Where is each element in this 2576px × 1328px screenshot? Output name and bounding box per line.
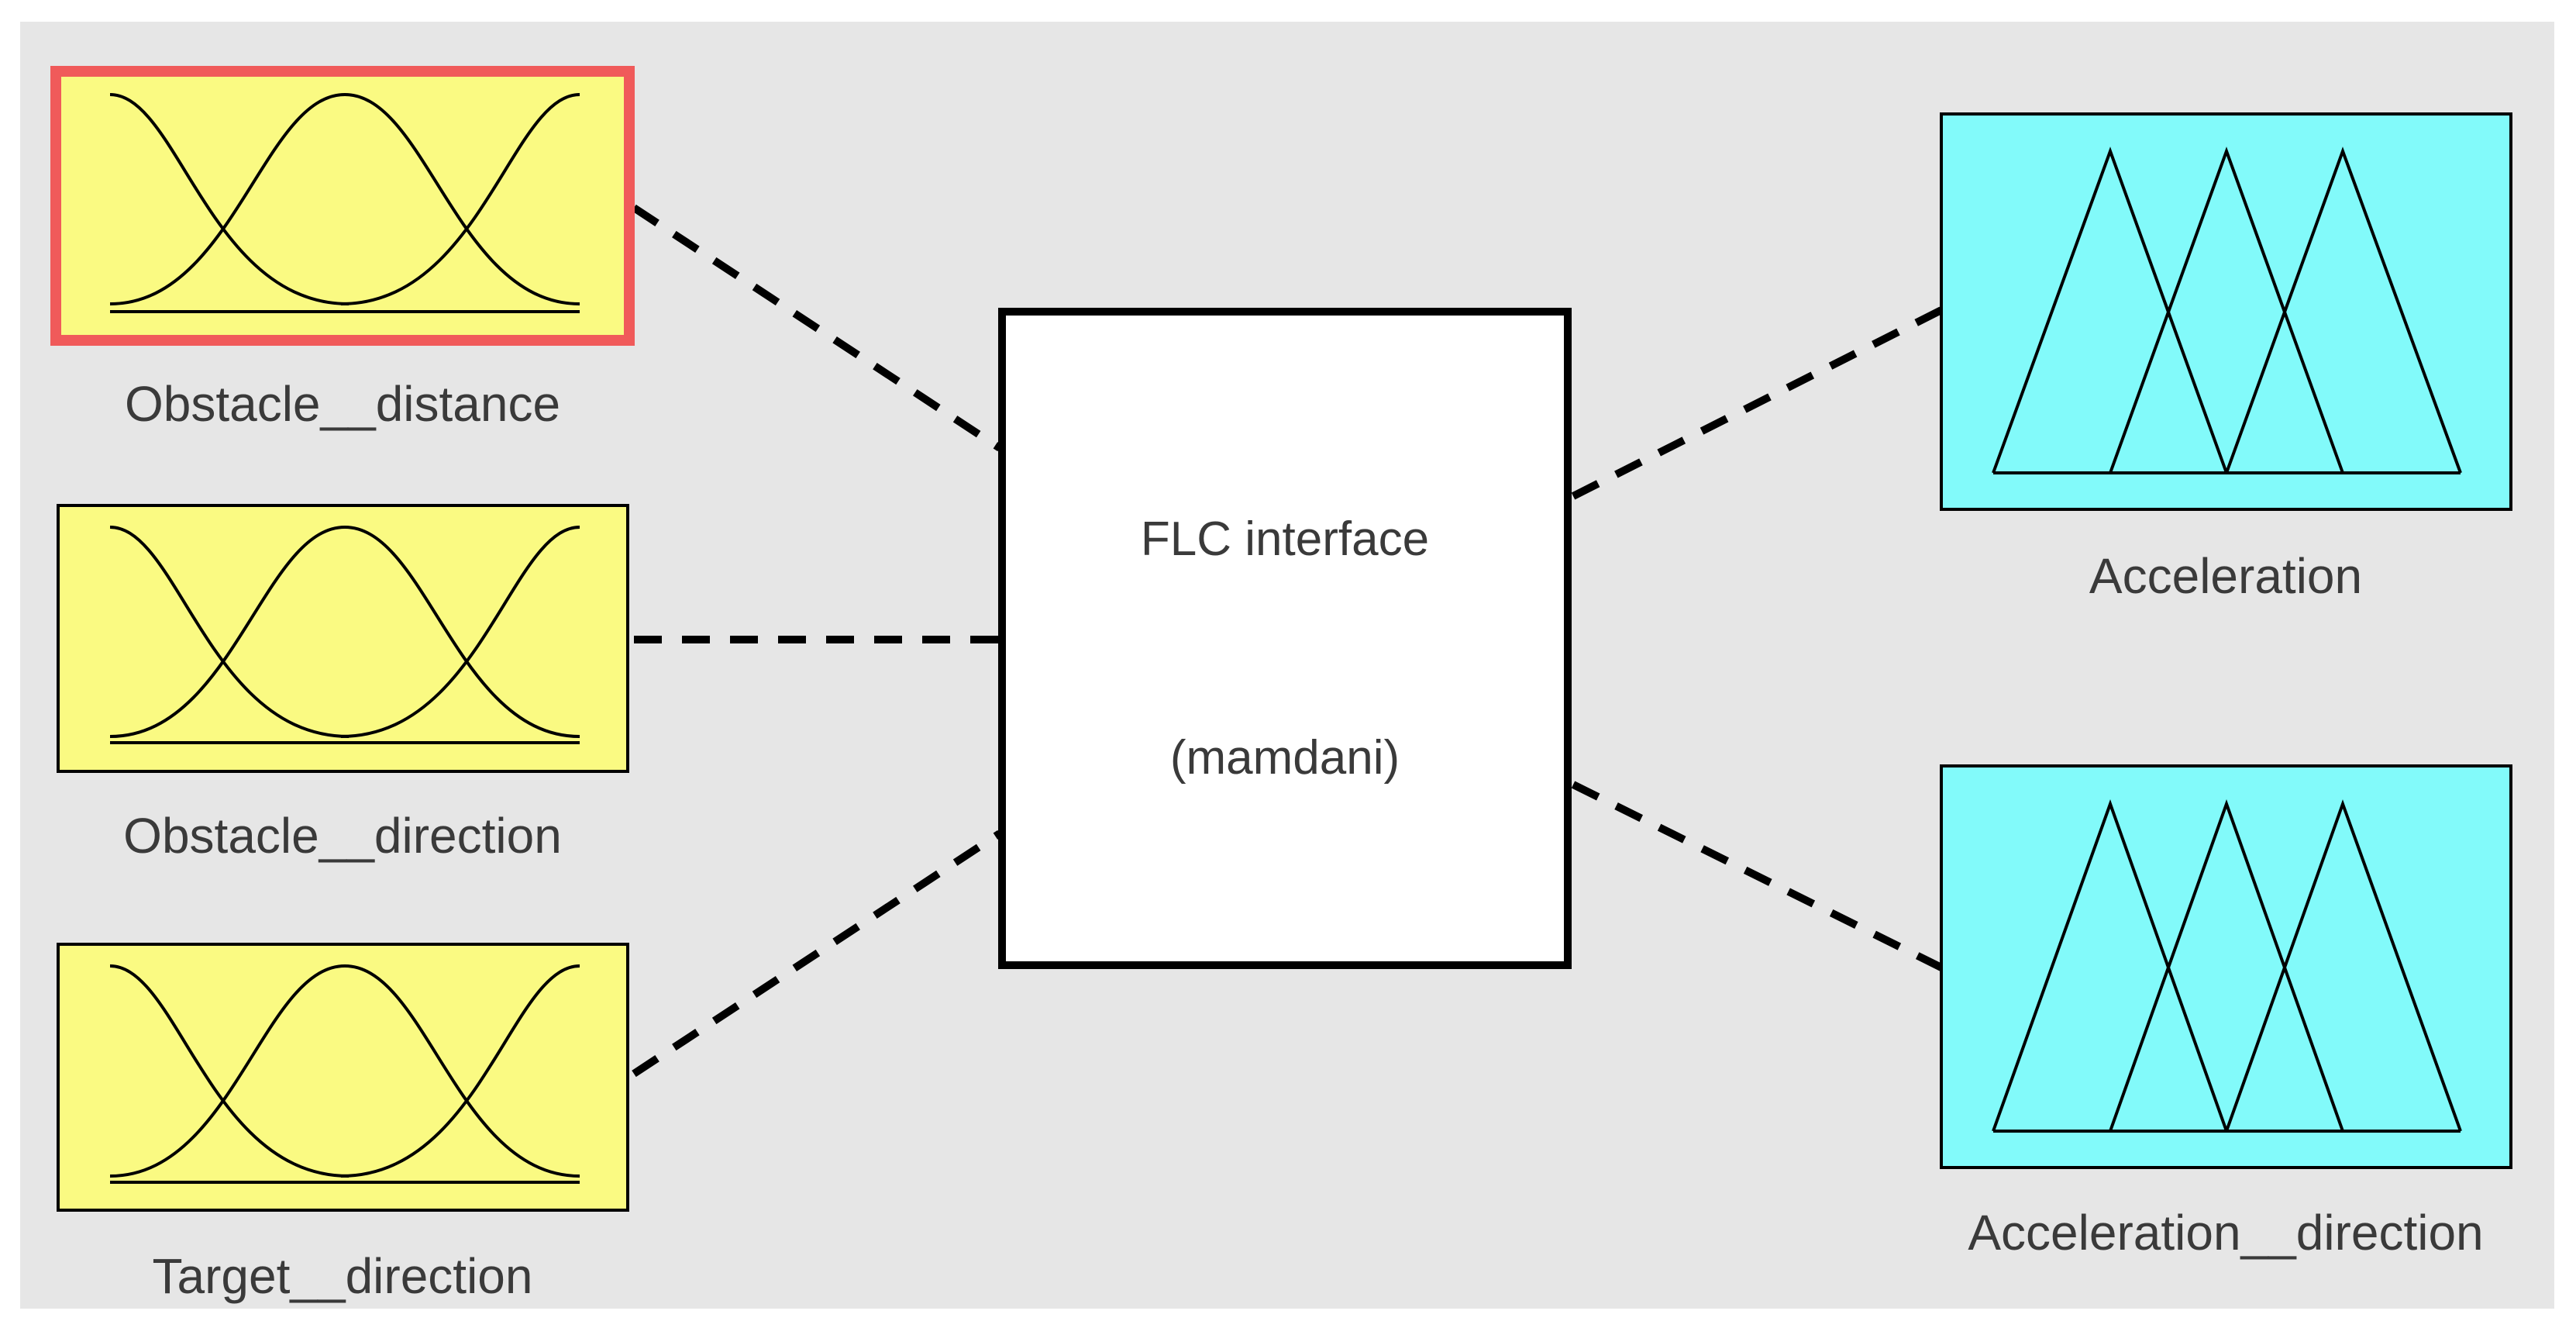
- connector-obstacle-distance: [632, 204, 1002, 452]
- connector-acceleration: [1571, 306, 1944, 500]
- input-block-obstacle-direction[interactable]: Obstacle__direction: [57, 504, 629, 864]
- gaussian-mf-icon: [109, 964, 580, 1184]
- triangular-mf-icon: [1992, 147, 2462, 474]
- input-label-target-direction: Target__direction: [153, 1248, 533, 1304]
- fis-system-block[interactable]: FLC interface (mamdani): [998, 308, 1572, 969]
- input-label-obstacle-direction: Obstacle__direction: [123, 808, 562, 864]
- gaussian-mf-icon: [109, 92, 580, 313]
- connector-target-direction: [632, 830, 1002, 1078]
- output-label-acceleration: Acceleration: [2089, 548, 2362, 604]
- triangular-mf-icon: [1992, 799, 2462, 1133]
- fis-system-box[interactable]: [998, 308, 1572, 969]
- output-box-acceleration-direction[interactable]: [1940, 764, 2512, 1169]
- fis-system-type: (mamdani): [1170, 731, 1400, 785]
- output-label-acceleration-direction: Acceleration__direction: [1968, 1205, 2483, 1261]
- output-block-acceleration-direction[interactable]: Acceleration__direction: [1940, 764, 2512, 1261]
- fis-system-name: FLC interface: [1141, 512, 1429, 566]
- output-block-acceleration[interactable]: Acceleration: [1940, 112, 2512, 604]
- input-label-obstacle-distance: Obstacle__distance: [125, 376, 560, 432]
- connector-acceleration-direction: [1571, 781, 1944, 971]
- input-block-obstacle-distance[interactable]: Obstacle__distance: [50, 66, 635, 432]
- input-block-target-direction[interactable]: Target__direction: [57, 943, 629, 1304]
- gaussian-mf-icon: [109, 525, 580, 744]
- output-box-acceleration[interactable]: [1940, 112, 2512, 511]
